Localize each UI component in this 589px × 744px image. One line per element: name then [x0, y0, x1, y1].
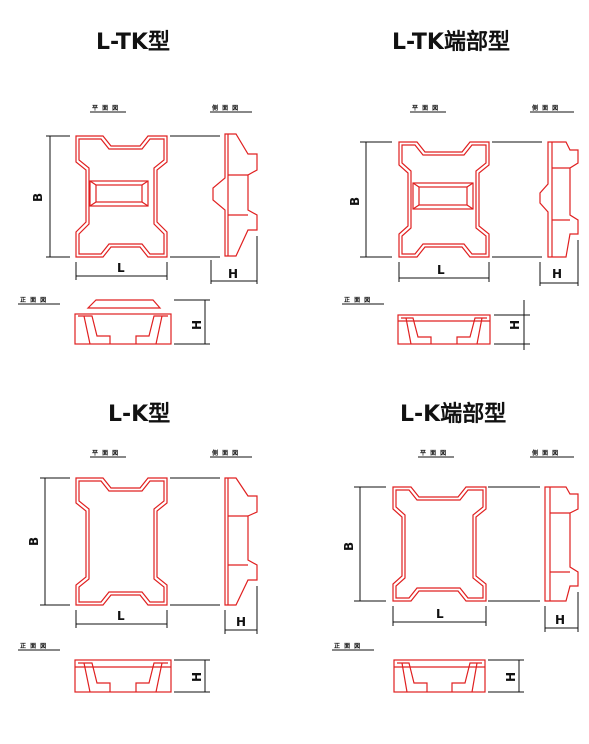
block-l-tk: L-TK型 平 面 図 側 面 図 正 面 図	[18, 30, 258, 345]
side-view-outline	[224, 477, 258, 606]
side-view-outline	[539, 141, 579, 258]
side-view-label: 側 面 図	[211, 449, 239, 457]
side-view-label: 側 面 図	[531, 449, 559, 457]
dimension-lines	[354, 486, 579, 693]
front-view-outline	[393, 659, 486, 693]
front-view-outline	[397, 314, 491, 345]
block-l-k-end: L-K端部型 平 面 図 側 面 図 正 面 図	[332, 401, 579, 693]
dimension-l-label: L	[117, 609, 125, 623]
dimension-b-label: B	[31, 193, 45, 202]
front-view-label: 正 面 図	[20, 296, 47, 304]
dimension-lines	[46, 135, 258, 345]
dimension-lines	[360, 141, 579, 350]
front-view-outline	[74, 299, 172, 345]
plan-view-outline	[75, 135, 168, 258]
front-view-label: 正 面 図	[20, 642, 47, 650]
dimension-b-label: B	[348, 197, 362, 206]
dimension-b-label: B	[27, 537, 41, 546]
block-l-k: L-K型 平 面 図 側 面 図 正 面 図	[18, 402, 258, 693]
dimension-h-label: H	[552, 267, 562, 281]
block-title: L-TK端部型	[392, 29, 510, 55]
front-view-label: 正 面 図	[334, 642, 361, 650]
dimension-h-label: H	[228, 267, 238, 281]
block-title: L-TK型	[96, 30, 170, 55]
plan-view-label: 平 面 図	[92, 449, 119, 457]
dimension-h-front-label: H	[190, 672, 204, 682]
dimension-l-label: L	[436, 607, 444, 621]
side-view-outline	[212, 133, 258, 257]
dimension-l-label: L	[437, 263, 445, 277]
plan-view-label: 平 面 図	[92, 104, 119, 112]
dimension-h-front-label: H	[190, 320, 204, 330]
dimension-l-label: L	[117, 261, 125, 275]
side-view-label: 側 面 図	[531, 104, 559, 112]
block-l-tk-end: L-TK端部型 平 面 図 側 面 図 正 面 図	[342, 29, 579, 350]
side-view-label: 側 面 図	[211, 104, 239, 112]
front-view-label: 正 面 図	[344, 296, 371, 304]
dimension-h-front-label: H	[508, 320, 522, 330]
block-title: L-K端部型	[400, 401, 506, 427]
plan-view-label: 平 面 図	[412, 104, 439, 112]
dimension-h-label: H	[236, 615, 246, 629]
side-view-outline	[544, 486, 579, 602]
plan-view-label: 平 面 図	[420, 449, 447, 457]
plan-view-outline	[398, 141, 490, 258]
plan-view-outline	[75, 477, 168, 606]
plan-view-outline	[392, 486, 487, 602]
dimension-h-label: H	[555, 613, 565, 627]
block-title: L-K型	[108, 402, 170, 427]
dimension-h-front-label: H	[504, 672, 518, 682]
front-view-outline	[74, 659, 172, 693]
dimension-b-label: B	[342, 542, 356, 551]
dimension-lines	[40, 477, 258, 693]
